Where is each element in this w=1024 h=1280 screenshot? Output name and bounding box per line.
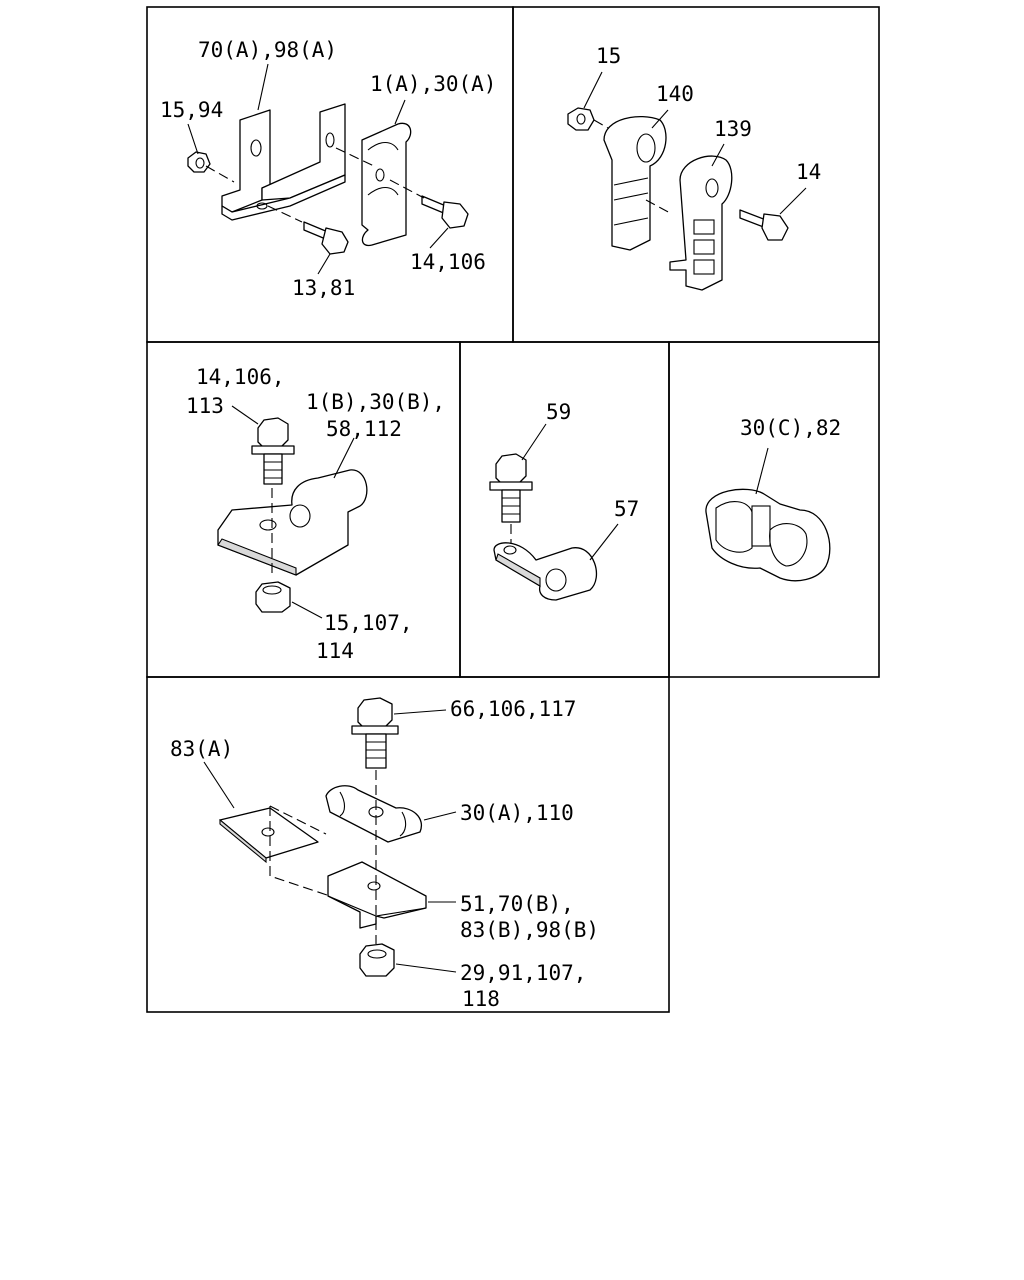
panel-6: 66,106,117 83(A) 30(A),110 51,70(B), 83(…: [170, 697, 599, 1011]
label-13-81: 13,81: [292, 276, 355, 300]
clip-part: [217, 469, 368, 576]
label-83b-98b: 83(B),98(B): [460, 918, 599, 942]
label-14-106: 14,106: [410, 250, 486, 274]
panel-4: 59 57: [489, 400, 639, 601]
label-70a-98a: 70(A),98(A): [198, 38, 337, 62]
nut-part: [359, 943, 395, 977]
label-30c-82: 30(C),82: [740, 416, 841, 440]
double-clip-part: [705, 488, 831, 582]
label-15: 15: [596, 44, 621, 68]
nut-part: [255, 581, 291, 613]
clip-part: [493, 542, 598, 601]
panel-5: 30(C),82: [705, 416, 841, 582]
label-30a-110: 30(A),110: [460, 801, 574, 825]
clamp-half-140: [603, 116, 667, 251]
label-113: 113: [186, 394, 224, 418]
bolt-part-2: [303, 221, 349, 255]
label-51-70b: 51,70(B),: [460, 892, 574, 916]
label-1b-30b: 1(B),30(B),: [306, 390, 445, 414]
clamp-half-139: [669, 155, 733, 291]
panel-2: 15 140 139 14: [567, 44, 821, 291]
label-57: 57: [614, 497, 639, 521]
label-15-107: 15,107,: [324, 611, 413, 635]
bolt-part: [351, 697, 399, 769]
label-114: 114: [316, 639, 354, 663]
clip-part: [325, 785, 422, 843]
bolt-part: [489, 453, 533, 523]
label-118: 118: [462, 987, 500, 1011]
label-15-94: 15,94: [160, 98, 223, 122]
panel-5-frame: [668, 341, 880, 678]
label-29-91-107: 29,91,107,: [460, 961, 586, 985]
label-83a: 83(A): [170, 737, 233, 761]
label-14-106: 14,106,: [196, 365, 285, 389]
label-14: 14: [796, 160, 821, 184]
label-66-106-117: 66,106,117: [450, 697, 576, 721]
panel-frames: [146, 6, 880, 1013]
nut-part: [187, 151, 211, 173]
clip-part: [361, 122, 412, 247]
bolt-part: [739, 209, 789, 241]
bolt-part: [421, 195, 469, 229]
plate-part: [219, 807, 319, 864]
label-139: 139: [714, 117, 752, 141]
bracket-part: [327, 861, 427, 929]
label-58-112: 58,112: [326, 417, 402, 441]
label-59: 59: [546, 400, 571, 424]
panel-6-frame: [146, 676, 670, 1013]
label-1a-30a: 1(A),30(A): [370, 72, 496, 96]
bracket-part: [221, 103, 346, 221]
nut-part: [567, 107, 595, 131]
bolt-part: [251, 417, 295, 485]
panel-3: 14,106, 113 1(B),30(B), 58,112 15,107, 1…: [186, 365, 445, 663]
label-140: 140: [656, 82, 694, 106]
panel-1: 70(A),98(A) 1(A),30(A) 15,94 14,106 13,8…: [160, 38, 496, 300]
